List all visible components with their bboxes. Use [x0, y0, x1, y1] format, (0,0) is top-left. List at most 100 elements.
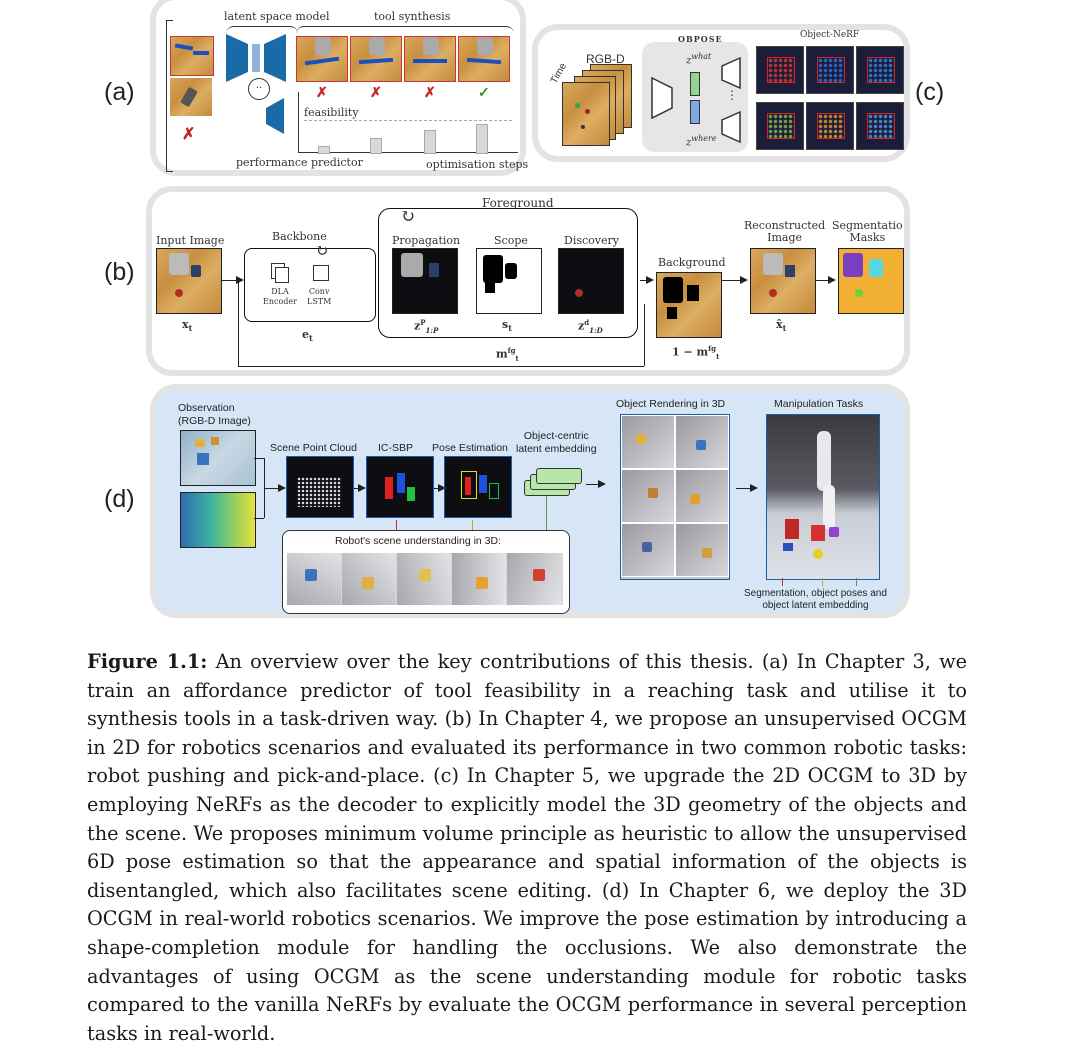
- reconstructed-image-label: Reconstructed Image: [744, 219, 826, 244]
- scene-strip: [287, 553, 563, 605]
- decoder-icon: [721, 110, 741, 144]
- scope-image: [476, 248, 542, 314]
- object-dot: [581, 125, 585, 129]
- mask-object: [869, 259, 883, 277]
- scope-label: Scope: [494, 234, 528, 247]
- performance-predictor-label: performance predictor: [236, 156, 363, 169]
- xhat-t-label: x̂t: [776, 318, 787, 334]
- scene-view: [452, 553, 506, 605]
- point-cloud-image: [286, 456, 354, 518]
- robot-arm: [477, 37, 493, 55]
- arrow: [434, 483, 446, 492]
- tool-shape: [413, 59, 447, 63]
- caption-label: Figure 1.1:: [87, 650, 208, 673]
- object-rendering-grid: [620, 414, 730, 580]
- nerf-object: [867, 57, 895, 83]
- mask-robot: [843, 253, 863, 277]
- discovery-image: [558, 248, 624, 314]
- foreground-label: Foreground: [482, 196, 554, 210]
- object-blue: [191, 265, 201, 277]
- predictor-icon: [266, 98, 284, 134]
- nerf-object: [767, 57, 795, 83]
- segmentation-note: Segmentation, object poses and object la…: [744, 588, 887, 611]
- connector-yellow: [472, 520, 473, 530]
- panel-a: ✗ latent space model .. performance pred…: [150, 0, 529, 176]
- object-nerf-label: Object-NeRF: [800, 30, 860, 40]
- scene-point-cloud-label: Scene Point Cloud: [270, 442, 357, 454]
- left-bracket: [166, 20, 173, 172]
- e-t-label: et: [302, 328, 313, 344]
- propagation-image: [392, 248, 458, 314]
- connector: [254, 458, 264, 459]
- object: [811, 525, 825, 541]
- scene-view: [342, 553, 396, 605]
- render-view: [621, 523, 675, 577]
- bounding-box: [461, 471, 477, 499]
- tool-shape: [193, 51, 209, 55]
- segment: [397, 473, 405, 493]
- robot-scene-box: Robot's scene understanding in 3D:: [282, 530, 570, 614]
- pose-estimation-label: Pose Estimation: [432, 442, 508, 454]
- mask-object: [855, 289, 863, 297]
- robot-arm: [369, 37, 385, 55]
- object-blue: [785, 265, 795, 277]
- feasibility-threshold: [304, 120, 512, 121]
- skip-line: [644, 304, 645, 366]
- input-image-label: Input Image: [156, 234, 225, 247]
- target-image: [170, 36, 214, 76]
- arrow: [264, 483, 286, 492]
- result-mark: ✗: [424, 84, 436, 100]
- robot-arm: [423, 37, 439, 55]
- segment: [465, 477, 471, 495]
- ic-sbp-image: [366, 456, 434, 518]
- object: [197, 453, 209, 465]
- object-red: [575, 289, 583, 297]
- background-image: [656, 272, 722, 338]
- robot-arm: [823, 485, 835, 529]
- object: [783, 543, 793, 551]
- panel-label-d: (d): [104, 485, 135, 513]
- render-view: [675, 415, 729, 469]
- connector-green: [856, 578, 857, 586]
- left-cross-mark: ✗: [182, 126, 196, 143]
- robot-arm: [169, 253, 189, 275]
- nerf-render-tile: [806, 46, 854, 94]
- z-p-label: zP1:P: [414, 318, 439, 335]
- synthesis-row: [296, 36, 516, 82]
- propagation-label: Propagation: [392, 234, 461, 247]
- nerf-object: [867, 113, 895, 139]
- connector-red: [782, 578, 783, 586]
- pose-estimation-image: [444, 456, 512, 518]
- scene-object: [362, 577, 374, 589]
- arrow: [586, 479, 606, 488]
- result-mark: ✗: [370, 84, 382, 100]
- tool-synthesis-label: tool synthesis: [374, 10, 451, 23]
- backbone-box: ↻ DLA Encoder Conv LSTM: [244, 241, 376, 322]
- mark-row: ✗✗✗✓: [296, 84, 516, 102]
- nerf-render-tile: [856, 46, 904, 94]
- feasibility-axis: [298, 92, 299, 152]
- feasibility-bar: [476, 124, 488, 154]
- latent-vector: [536, 468, 582, 484]
- panel-d: Observation (RGB-D Image) Scene Point Cl…: [150, 384, 910, 618]
- dla-encoder-label: DLA Encoder: [263, 287, 297, 306]
- nerf-object: [817, 57, 845, 83]
- panel-c: OBPOSE Object-NeRF Time RGB-D zwhat zwhe…: [532, 24, 910, 162]
- result-mark: ✓: [478, 84, 490, 100]
- scope-mask: [505, 263, 517, 279]
- arrow: [816, 275, 836, 284]
- nerf-object: [767, 113, 795, 139]
- robot-arm: [401, 253, 423, 277]
- panel-b: Foreground Input Image xt Backbone ↻ DLA…: [146, 186, 910, 376]
- autoencoder-icon: [226, 34, 286, 82]
- synthesis-step-image: [404, 36, 456, 82]
- rendered-object: [636, 434, 646, 444]
- rendered-object: [648, 488, 658, 498]
- optimisation-steps-label: optimisation steps: [426, 158, 529, 171]
- synthesis-step-image: [350, 36, 402, 82]
- obpose-label: OBPOSE: [678, 34, 723, 44]
- object-red: [769, 289, 777, 297]
- arrow: [222, 275, 244, 284]
- masked-region: [687, 285, 699, 301]
- tool-shape: [304, 56, 340, 66]
